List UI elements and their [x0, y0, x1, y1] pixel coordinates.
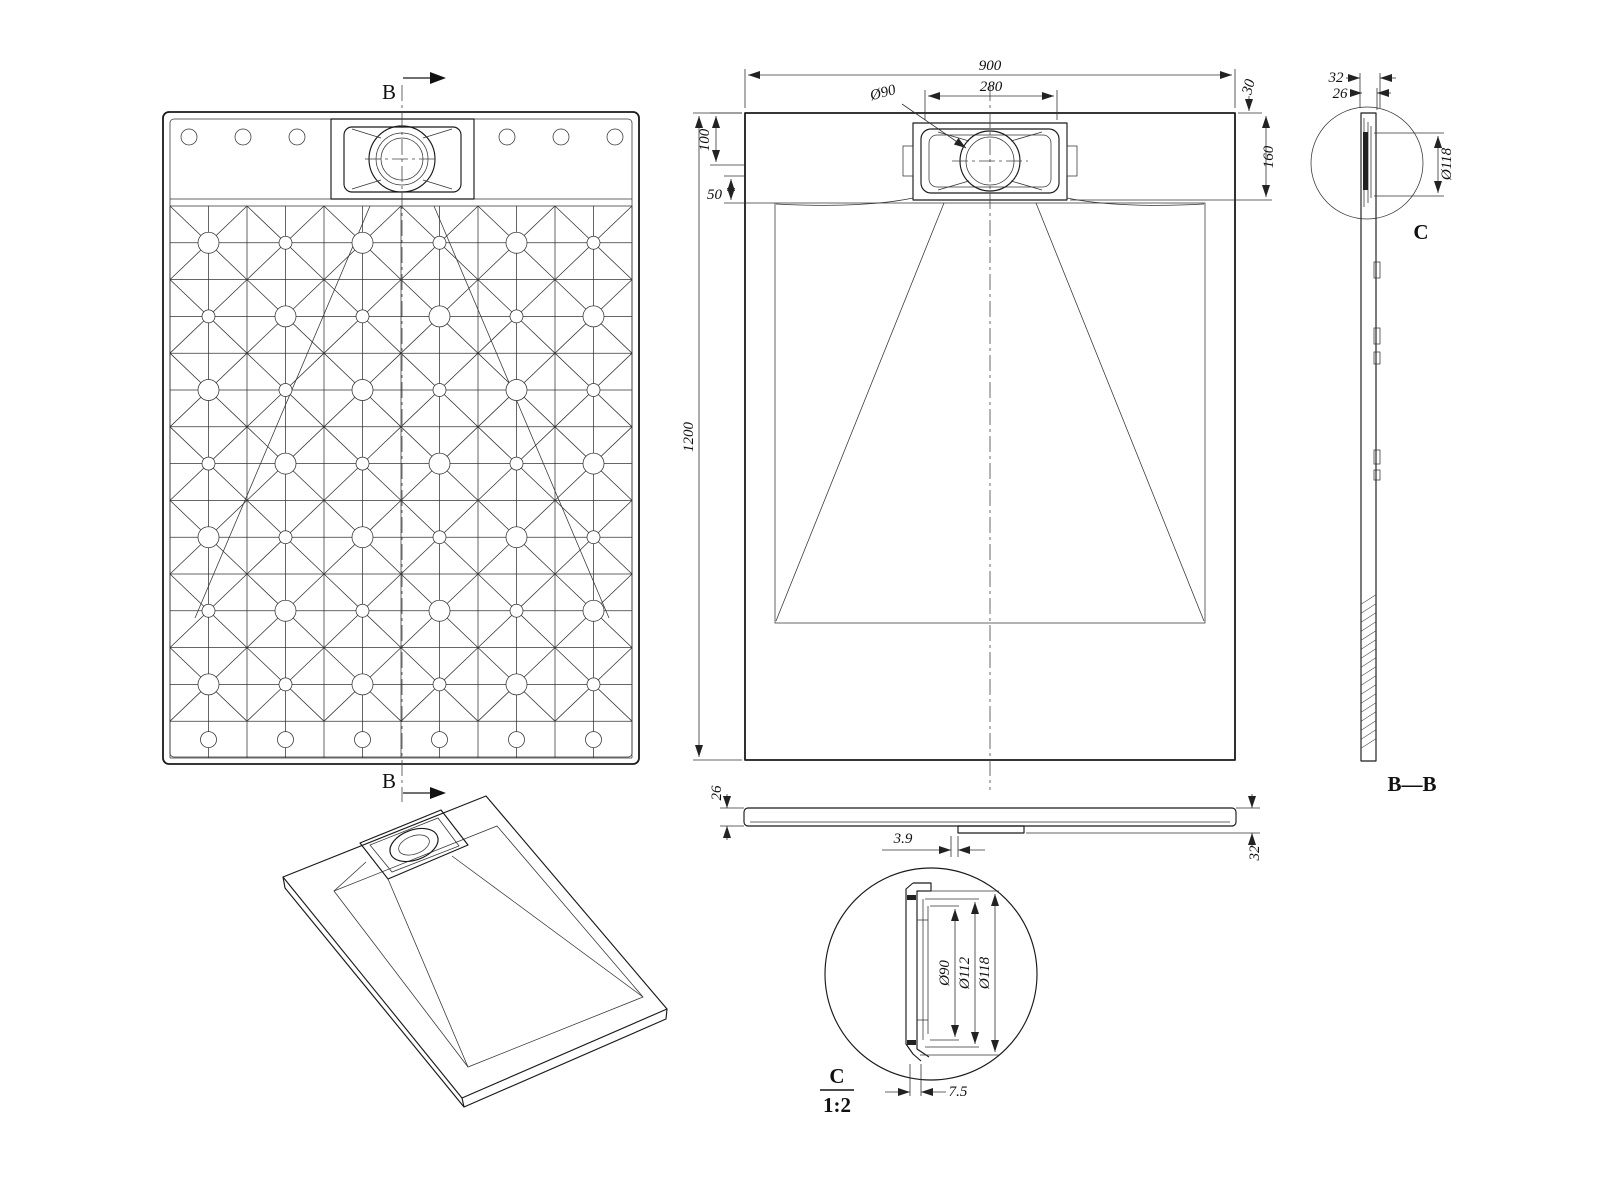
bottom-view-drain — [330, 118, 475, 200]
detail-c-label: C — [829, 1064, 844, 1088]
dim-32: 32 — [1247, 845, 1263, 862]
bottom-view — [162, 85, 640, 802]
section-arrow-icon — [430, 72, 446, 84]
isometric-view — [282, 795, 668, 1108]
dim-50: 50 — [707, 187, 723, 203]
section-marker-b-bottom: B — [382, 769, 446, 799]
dim-side-26: 26 — [1333, 86, 1349, 102]
seal-section — [907, 895, 916, 900]
drain-body-section — [1363, 132, 1368, 190]
detail-c-indicator-circle — [1310, 106, 1424, 220]
section-hatch — [1361, 594, 1376, 749]
plan-drain — [902, 122, 1078, 201]
dim-3-9: 3.9 — [893, 831, 913, 847]
dim-side-32: 32 — [1328, 70, 1345, 86]
plan-dimensions: 900 280 Ø90 30 160 100 50 1200 — [681, 58, 1277, 761]
dim-dia-118: Ø118 — [977, 956, 993, 990]
section-bb-title: B—B — [1387, 772, 1436, 796]
rib-pattern — [169, 205, 633, 759]
dim-30: 30 — [1239, 77, 1259, 97]
dim-length-1200: 1200 — [681, 422, 697, 453]
section-marker-b-top: B — [382, 72, 446, 104]
plan-view — [744, 85, 1236, 790]
section-label-b-bottom: B — [382, 769, 396, 793]
dim-drain-span-280: 280 — [980, 79, 1003, 95]
iso-drain-circle — [389, 827, 439, 863]
dim-dia-90: Ø90 — [937, 960, 953, 987]
detail-c-view: Ø90 Ø112 Ø118 7.5 C 1:2 — [820, 867, 1038, 1117]
dim-width-900: 900 — [979, 58, 1002, 74]
side-section-view: C Ø118 32 26 B—B — [1310, 70, 1455, 796]
profile-dimensions: 26 32 3.9 — [709, 785, 1263, 862]
dim-26: 26 — [709, 785, 725, 801]
detail-c-scale: 1:2 — [823, 1093, 851, 1117]
detail-c-marker-label: C — [1413, 220, 1428, 244]
dim-160: 160 — [1261, 145, 1277, 168]
dim-dia-112: Ø112 — [957, 956, 973, 990]
profile-view — [743, 807, 1237, 834]
section-label-b-top: B — [382, 80, 396, 104]
dim-drain-dia-90: Ø90 — [867, 82, 898, 105]
detail-circle — [824, 867, 1038, 1081]
section-arrow-icon — [430, 787, 446, 799]
seal-section — [907, 1040, 916, 1045]
profile-drain-boss — [957, 825, 1025, 834]
dim-7-5: 7.5 — [949, 1084, 968, 1100]
dim-flange-dia-118: Ø118 — [1439, 147, 1455, 181]
